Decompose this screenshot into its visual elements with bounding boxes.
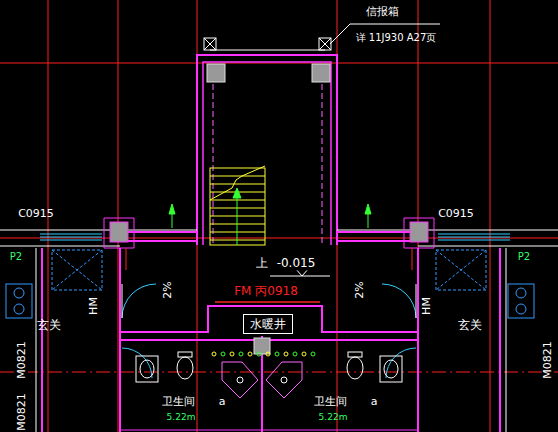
fixture-dot [239,352,243,356]
fixture-dot [257,352,261,356]
fixture-dot [302,352,306,356]
shaft-label: 水暖井 [250,317,286,331]
entry-porch [197,24,440,245]
stair [210,166,265,245]
window-tag: C0915 [438,208,474,220]
window-tag: C0915 [18,208,54,220]
door-tag: HM [88,296,100,316]
room-area: 5.22m [167,413,196,423]
kitchens [6,248,534,432]
elevation-label: -0.015 [276,257,317,270]
fixture-dot [293,352,297,356]
door-tag: M0821 [542,340,554,380]
drain-arrows [169,204,371,228]
door-tag: HM [421,296,433,316]
fixture-dot [230,352,234,356]
outlet-tag: P2 [518,251,530,262]
callout-title: 信报箱 [366,6,399,18]
stair-step [210,184,265,185]
room-mark: a [371,396,378,408]
fixture-dot [275,352,279,356]
hall-walls [120,248,418,432]
fixture-dot [284,352,288,356]
room-name: 卫生间 [314,396,347,408]
shaft-box: 水暖井 [243,314,293,334]
exterior-walls [0,218,558,248]
fixture-dot [266,352,270,356]
room-name: 玄关 [458,319,482,332]
stair-step [210,176,265,177]
outlet-tag: P2 [10,251,22,262]
room-mark: a [219,396,226,408]
slope-label: 2% [354,280,366,299]
fixture-dot [248,352,252,356]
fixture-dot [212,352,216,356]
stair-direction: 上 [256,257,268,270]
bathrooms [120,336,418,432]
slope-label: 2% [162,280,174,299]
room-name: 卫生间 [162,396,195,408]
fixture-dot [221,352,225,356]
fire-door-tag: FM 丙0918 [233,285,299,298]
room-area: 5.22m [319,413,348,423]
door-tag: M0821 [16,392,28,432]
room-name: 玄关 [37,319,61,332]
callout-reference: 详 11J930 A27页 [356,32,437,43]
fixture-dot [311,352,315,356]
door-tag: M0821 [16,340,28,380]
